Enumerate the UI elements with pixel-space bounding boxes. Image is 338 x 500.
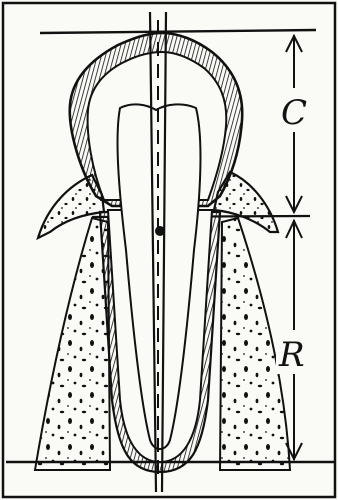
- center-of-rotation-dot: [155, 226, 165, 236]
- crown-label: C: [281, 93, 307, 133]
- root-label: R: [278, 335, 305, 375]
- top-reference-line: [40, 30, 316, 33]
- alveolar-bone-left: [35, 218, 110, 470]
